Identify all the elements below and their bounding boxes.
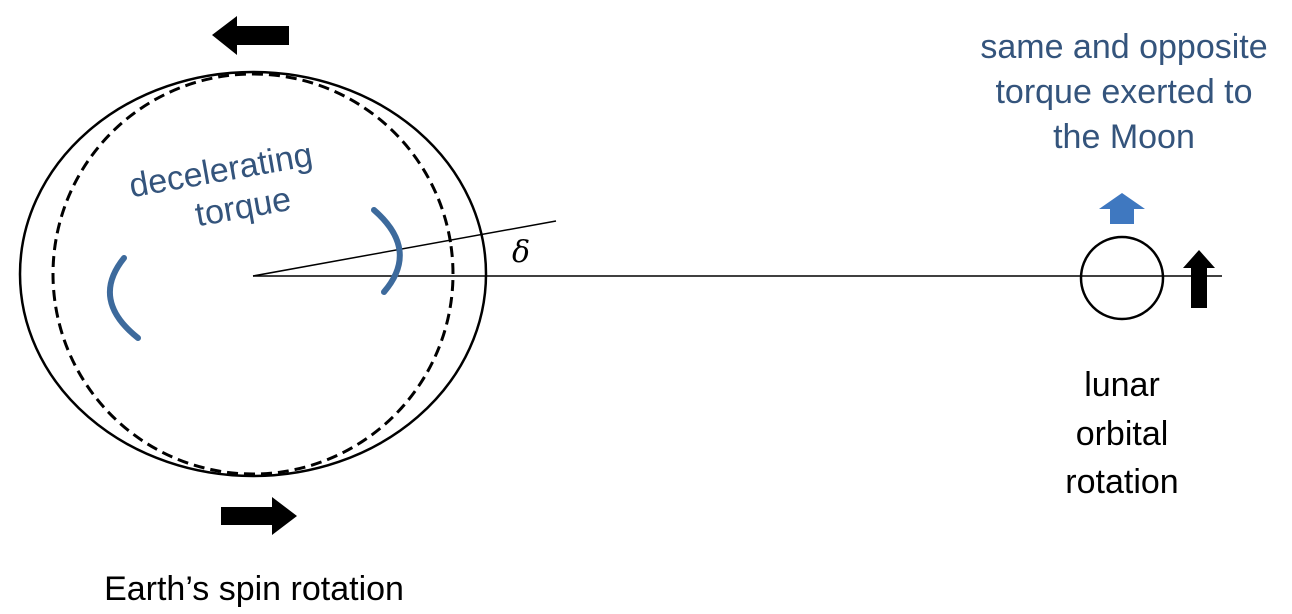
tidal-bulge-outline	[51, 72, 455, 476]
tidal-bulge-axis	[252, 220, 557, 277]
arrow-right-icon	[221, 497, 297, 535]
moon-torque-label-line3: the Moon	[1053, 118, 1195, 156]
lunar-label-line3: rotation	[1065, 463, 1178, 501]
torque-arc-left	[107, 255, 141, 341]
arrow-up-icon	[1183, 250, 1215, 308]
moon-torque-label-line1: same and opposite	[980, 28, 1267, 66]
lunar-label-line2: orbital	[1076, 415, 1169, 453]
earth-outline	[18, 70, 488, 478]
moon-torque-label-line2: torque exerted to	[995, 73, 1252, 111]
lag-angle-symbol: δ	[512, 235, 530, 270]
torque-arc-right	[371, 207, 403, 295]
arrow-left-icon	[212, 16, 289, 55]
decelerating-torque-label: decelerating torque	[126, 136, 315, 235]
moon	[1079, 235, 1165, 321]
earth-spin-label: Earth’s spin rotation	[104, 570, 404, 608]
moon-torque-arrow-icon	[1099, 193, 1145, 224]
lunar-label-line1: lunar	[1084, 366, 1160, 404]
